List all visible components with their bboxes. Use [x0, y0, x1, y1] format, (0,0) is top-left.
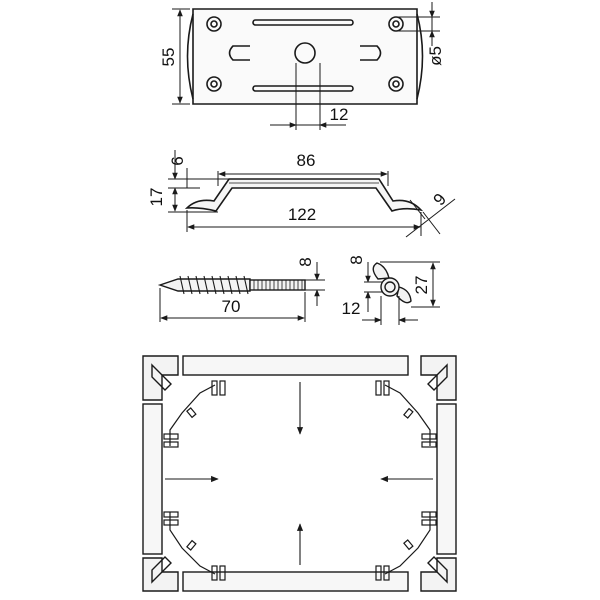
- dim-slot-offset: [270, 63, 346, 130]
- brace-tr: [384, 384, 431, 446]
- corner-bracket-tl: [142, 355, 179, 401]
- label-nut-height: 12: [342, 299, 361, 318]
- label-nut-thread: 8: [347, 255, 366, 264]
- bracket-plate-icon: [186, 8, 424, 105]
- wing-nut-icon: [372, 262, 412, 304]
- label-nut-width: 27: [412, 276, 431, 295]
- dim-screw-diameter: [305, 262, 325, 306]
- label-bracket-lip: 6: [168, 156, 187, 165]
- brace-tl: [169, 384, 216, 446]
- frame-rail-bottom: [182, 571, 409, 592]
- label-bracket-base: 122: [288, 205, 316, 224]
- label-bracket-top: 86: [297, 151, 316, 170]
- brace-br: [384, 512, 431, 575]
- dim-bracket-base: [186, 210, 422, 236]
- bent-bracket-icon: [184, 178, 424, 212]
- label-slot-offset: 12: [330, 105, 349, 124]
- lag-screw-icon: [157, 275, 306, 295]
- frame-rail-top: [182, 355, 409, 376]
- frame-rail-right: [436, 403, 457, 555]
- corner-bracket-bl: [142, 556, 179, 592]
- brace-bl: [169, 512, 216, 575]
- label-screw-length: 70: [222, 297, 241, 316]
- dim-nut-thread: [364, 262, 382, 312]
- label-hole-diameter: ø5: [426, 46, 445, 66]
- wing-nut-view: [362, 261, 440, 325]
- dim-nut-width: [380, 261, 440, 308]
- corner-bracket-br: [420, 556, 457, 592]
- frame-assembly-icon: [142, 355, 457, 592]
- lag-screw-view: [157, 262, 325, 322]
- dim-bracket-flange: [405, 198, 456, 238]
- bracket-plate-view: [172, 2, 440, 130]
- dim-hole-diameter: [396, 2, 440, 46]
- frame-rail-left: [142, 403, 163, 555]
- bent-bracket-view: [168, 150, 456, 238]
- dim-bracket-rise: [168, 150, 229, 213]
- label-bracket-rise: 17: [147, 188, 166, 207]
- corner-bracket-tr: [420, 355, 457, 401]
- dim-nut-height: [362, 296, 418, 325]
- label-plate-height: 55: [159, 48, 178, 67]
- frame-assembly-view: [142, 355, 457, 592]
- label-bracket-flange: 9: [429, 190, 450, 209]
- dim-screw-length: [159, 288, 306, 322]
- dim-plate-height: [172, 8, 190, 105]
- label-screw-diameter: 8: [296, 257, 315, 266]
